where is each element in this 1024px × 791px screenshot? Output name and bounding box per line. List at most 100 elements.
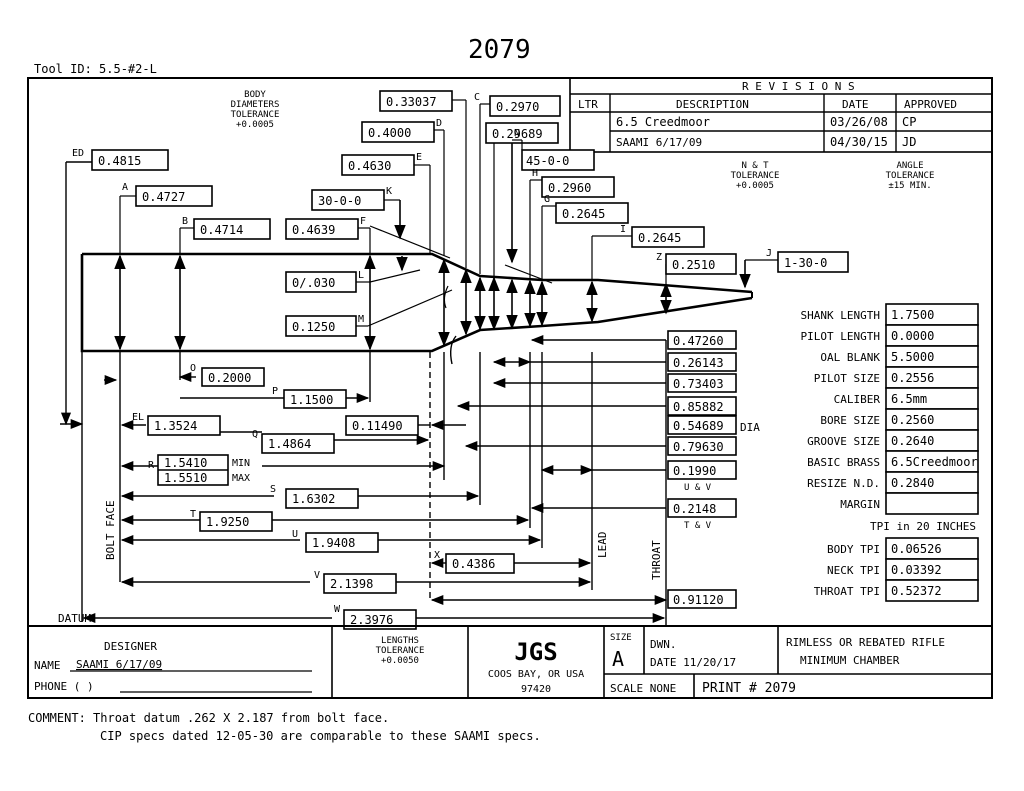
tpi-value: 0.52372: [891, 584, 942, 598]
q2-value: 0.11490: [352, 419, 403, 433]
p-value: 1.1500: [290, 393, 333, 407]
s-value: 1.6302: [292, 492, 335, 506]
designer-name: SAAMI 6/17/09: [76, 658, 162, 671]
d-value: 0.4000: [368, 126, 411, 140]
q-value: 1.4864: [268, 437, 311, 451]
right-dimension-stack: 0.47260 0.26143 0.73403 0.85882 0.54689 …: [456, 330, 760, 609]
dwn-label: DWN.: [650, 638, 677, 651]
u-value: 1.9408: [312, 536, 355, 550]
nt-tolerance-note: N & T TOLERANCE +0.0005: [731, 161, 780, 191]
spec-label: BASIC BRASS: [807, 456, 880, 469]
c-value: 0.2970: [496, 100, 539, 114]
spec-label: GROOVE SIZE: [807, 435, 880, 448]
diameter-arrows: [114, 140, 751, 351]
size-value: A: [612, 647, 624, 671]
right-dim-8: 0.2148: [673, 502, 716, 516]
right-dim-3: 0.73403: [673, 377, 724, 391]
spec-label: PILOT SIZE: [814, 372, 880, 385]
t-value: 1.9250: [206, 515, 249, 529]
e-value: 0.4630: [348, 159, 391, 173]
svg-text:+0.0050: +0.0050: [381, 656, 419, 666]
drawing-type-1: RIMLESS OR REBATED RIFLE: [786, 636, 945, 649]
n-value: 45-0-0: [526, 154, 569, 168]
body-tolerance-note: BODY DIAMETERS TOLERANCE +0.0005: [231, 90, 280, 130]
x-value: 0.4386: [452, 557, 495, 571]
r-max-value: 1.5510: [164, 471, 207, 485]
lead-label: LEAD: [596, 532, 609, 559]
spec-value: 0.2840: [891, 476, 934, 490]
rev-row1-desc: 6.5 Creedmoor: [616, 115, 710, 129]
rev-col-date: DATE: [842, 98, 869, 111]
size-label: SIZE: [610, 633, 632, 643]
tpi-label: BODY TPI: [827, 543, 880, 556]
bolt-face-label: BOLT FACE: [104, 500, 117, 560]
company-zip: 97420: [521, 684, 551, 695]
z-letter: Z: [656, 252, 662, 263]
ed-letter: ED: [72, 148, 84, 159]
right-dim-7: 0.1990: [673, 464, 716, 478]
z-value: 0.2510: [672, 258, 715, 272]
x-letter: X: [434, 550, 440, 561]
company-logo: JGS: [514, 638, 557, 666]
spec-label: CALIBER: [834, 393, 881, 406]
h-letter: H: [532, 168, 538, 179]
b-letter: B: [182, 216, 188, 227]
svg-text:TOLERANCE: TOLERANCE: [731, 171, 780, 181]
print-number-heading: 2079: [468, 35, 531, 65]
spec-value: 0.2640: [891, 434, 934, 448]
tpi-value: 0.06526: [891, 542, 942, 556]
j-value: 1-30-0: [784, 256, 827, 270]
rev-col-description: DESCRIPTION: [676, 98, 749, 111]
spec-label: RESIZE N.D.: [807, 477, 880, 490]
svg-text:LENGTHS: LENGTHS: [381, 636, 419, 646]
e-letter: E: [416, 152, 422, 163]
svg-text:±15 MIN.: ±15 MIN.: [888, 181, 931, 191]
b-value: 0.4714: [200, 223, 243, 237]
spec-label: MARGIN: [840, 498, 880, 511]
w-letter: W: [334, 604, 341, 615]
rev-col-ltr: LTR: [578, 98, 598, 111]
a-value: 0.4727: [142, 190, 185, 204]
f-letter: F: [360, 216, 366, 227]
revisions-table: R E V I S I O N S LTR DESCRIPTION DATE A…: [569, 77, 993, 153]
p-letter: P: [272, 386, 278, 397]
spec-label: PILOT LENGTH: [801, 330, 880, 343]
i-letter: I: [620, 224, 626, 235]
drawing-date: DATE 11/20/17: [650, 656, 736, 669]
tpi-label: NECK TPI: [827, 564, 880, 577]
spec-value: 6.5Creedmoor: [891, 455, 978, 469]
upper-callouts: ED 0.4815 A 0.4727 B 0.4714 0.4639 F 30-…: [60, 90, 849, 426]
right-dim-5: 0.54689: [673, 419, 724, 433]
spec-value: 5.5000: [891, 350, 934, 364]
company-city: COOS BAY, OR USA: [488, 669, 584, 680]
spec-label: BORE SIZE: [820, 414, 880, 427]
rev-row2-approved: JD: [902, 135, 916, 149]
length-dimensions: O 0.2000 P 1.1500 EL 1.3524 Q 1.4864 0.1…: [58, 340, 668, 630]
svg-text:TOLERANCE: TOLERANCE: [231, 110, 280, 120]
title-block: DESIGNER NAME SAAMI 6/17/09 PHONE ( ) LE…: [27, 625, 993, 699]
spec-label: SHANK LENGTH: [801, 309, 880, 322]
el-letter: EL: [132, 412, 144, 423]
tpi-value: 0.03392: [891, 563, 942, 577]
m-value: 0.1250: [292, 320, 335, 334]
ed-value: 0.4815: [98, 154, 141, 168]
svg-text:+0.0005: +0.0005: [236, 120, 274, 130]
ed-value-box: [91, 149, 169, 171]
spec-value: 1.7500: [891, 308, 934, 322]
c-letter: C: [474, 92, 480, 103]
d-letter: D: [436, 118, 442, 129]
j-letter: J: [766, 248, 772, 259]
svg-text:ANGLE: ANGLE: [896, 161, 923, 171]
g-letter: G: [544, 194, 550, 205]
w-value: 2.3976: [350, 613, 393, 627]
o-letter: O: [190, 363, 196, 374]
phone-label: PHONE ( ): [34, 680, 94, 693]
svg-text:TOLERANCE: TOLERANCE: [376, 646, 425, 656]
svg-text:TOLERANCE: TOLERANCE: [886, 171, 935, 181]
q-letter: Q: [252, 429, 258, 440]
print-number: PRINT # 2079: [702, 681, 796, 696]
dia-label: DIA: [740, 421, 760, 434]
svg-text:+0.0005: +0.0005: [736, 181, 774, 191]
o-value: 0.2000: [208, 371, 251, 385]
spec-label: OAL BLANK: [820, 351, 880, 364]
